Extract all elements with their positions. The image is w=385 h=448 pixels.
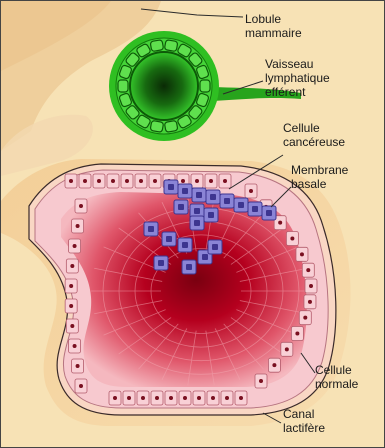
cancer-cell-nucleus [158,260,164,266]
normal-cell-nucleus [259,379,263,383]
normal-cell-nucleus [249,189,253,193]
normal-cell-nucleus [113,396,117,400]
normal-cell-nucleus [183,396,187,400]
cancer-cell-nucleus [182,242,188,248]
normal-cell-nucleus [127,396,131,400]
vessel-wall-cell [150,40,164,52]
normal-cell-nucleus [211,396,215,400]
label-vessel-line2: lymphatique [265,71,330,85]
normal-cell-nucleus [69,304,73,308]
cancer-cell-nucleus [196,192,202,198]
normal-cell-nucleus [153,179,157,183]
cancer-cell-nucleus [210,194,216,200]
normal-cell-nucleus [83,179,87,183]
normal-cell-nucleus [70,264,74,268]
label-cancer-cell: Cellule cancéreuse [283,121,345,149]
label-normal-cell-line1: Cellule [315,363,358,377]
normal-cell-nucleus [223,179,227,183]
normal-cell-nucleus [181,179,185,183]
cancer-cell-nucleus [266,210,272,216]
label-duct-line2: lactifère [283,421,325,435]
label-vessel-line3: efférent [265,85,330,99]
cancer-cell-nucleus [166,236,172,242]
label-vessel-line1: Vaisseau [265,57,330,71]
normal-cell-nucleus [69,284,73,288]
normal-cell-nucleus [300,252,304,256]
normal-cell-nucleus [70,324,74,328]
normal-cell-nucleus [73,344,77,348]
normal-cell-nucleus [139,179,143,183]
cancer-cell-nucleus [178,204,184,210]
vessel-wall-cell [150,120,164,132]
normal-cell-nucleus [76,224,80,228]
normal-cell-nucleus [239,396,243,400]
normal-cell-nucleus [195,179,199,183]
label-membrane-line1: Membrane [291,163,348,177]
normal-cell-nucleus [79,384,83,388]
cancer-cell-nucleus [212,244,218,250]
normal-cell-nucleus [272,363,276,367]
normal-cell-nucleus [225,396,229,400]
cancer-cell-nucleus [148,226,154,232]
normal-cell-nucleus [169,396,173,400]
normal-cell-nucleus [290,237,294,241]
normal-cell-nucleus [79,204,83,208]
normal-cell-nucleus [141,396,145,400]
cancer-cell-nucleus [208,212,214,218]
label-normal-cell-line2: normale [315,377,358,391]
normal-cell-nucleus [308,300,312,304]
label-cancer-cell-line2: cancéreuse [283,135,345,149]
label-duct-line1: Canal [283,407,325,421]
normal-cell-nucleus [97,179,101,183]
vessel-wall-cell [164,40,178,52]
cancer-cell-nucleus [194,220,200,226]
cancer-cell-nucleus [224,198,230,204]
label-membrane: Membrane basale [291,163,348,191]
vessel-wall-cell [164,120,178,132]
label-lobule-line2: mammaire [245,26,302,40]
label-vessel: Vaisseau lymphatique efférent [265,57,330,99]
cancer-cell-nucleus [202,254,208,260]
normal-cell-nucleus [76,364,80,368]
normal-cell-nucleus [73,244,77,248]
normal-cell-nucleus [306,268,310,272]
normal-cell-nucleus [111,179,115,183]
label-lobule-line1: Lobule [245,12,302,26]
cancer-cell-nucleus [252,206,258,212]
normal-cell-nucleus [155,396,159,400]
normal-cell-nucleus [278,221,282,225]
normal-cell-nucleus [303,316,307,320]
label-cancer-cell-line1: Cellule [283,121,345,135]
label-duct: Canal lactifère [283,407,325,435]
cancer-cell-nucleus [168,184,174,190]
normal-cell-nucleus [209,179,213,183]
normal-cell-nucleus [295,332,299,336]
normal-cell-nucleus [285,347,289,351]
label-membrane-line2: basale [291,177,348,191]
normal-cell-nucleus [197,396,201,400]
cancer-cell-nucleus [182,188,188,194]
duct-lumen [61,192,307,387]
cancer-cell-nucleus [238,202,244,208]
label-lobule: Lobule mammaire [245,12,302,40]
lymph-vessel [109,31,219,141]
normal-cell-nucleus [125,179,129,183]
label-normal-cell: Cellule normale [315,363,358,391]
cancer-cell-nucleus [186,264,192,270]
normal-cell-nucleus [69,179,73,183]
cancer-cell-nucleus [194,208,200,214]
vessel-wall-cell [118,80,128,92]
normal-cell-nucleus [309,284,313,288]
vessel-wall-cell [200,80,210,92]
